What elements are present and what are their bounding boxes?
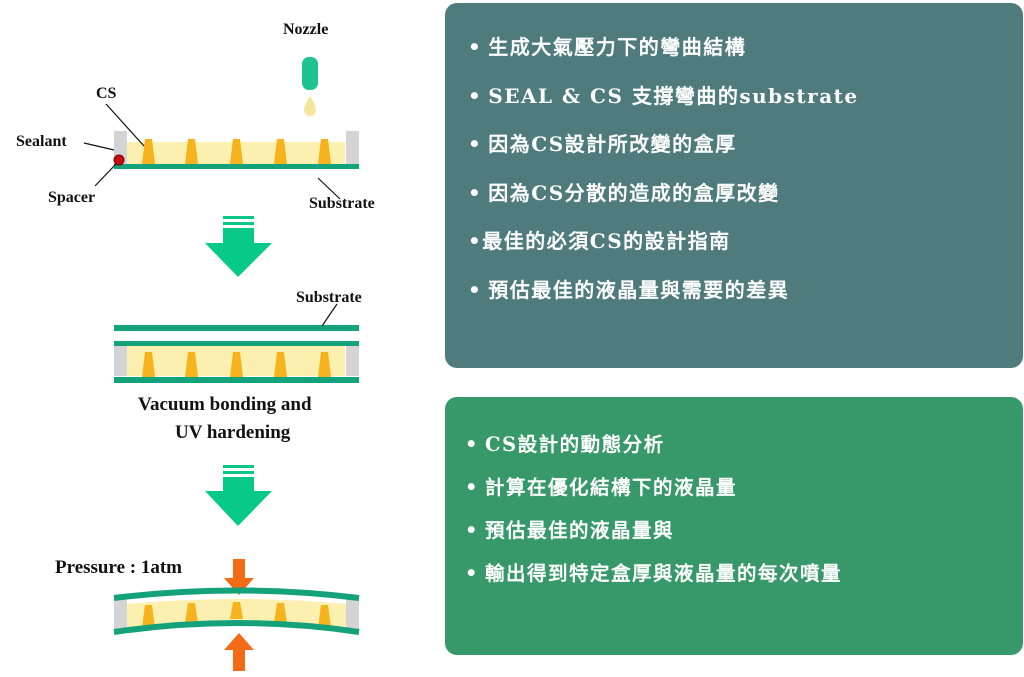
list-item: •因為CS分散的造成的盒厚改變 bbox=[468, 180, 780, 205]
substrate-top-bent bbox=[113, 587, 360, 601]
design-goals-panel: •生成大氣壓力下的彎曲結構 •SEAL & CS 支撐彎曲的substrate … bbox=[445, 3, 1023, 368]
column-spacer bbox=[230, 139, 243, 164]
column-spacer bbox=[142, 352, 155, 377]
pressure-label: Pressure : 1atm bbox=[55, 557, 182, 578]
column-spacer bbox=[185, 139, 198, 164]
nozzle-label: Nozzle bbox=[283, 21, 328, 38]
column-spacer bbox=[185, 603, 198, 623]
spacer-label: Spacer bbox=[48, 189, 95, 206]
list-item: •SEAL & CS 支撐彎曲的substrate bbox=[468, 83, 859, 108]
list-item: •生成大氣壓力下的彎曲結構 bbox=[468, 35, 747, 59]
column-spacer bbox=[274, 352, 287, 377]
substrate-label-1: Substrate bbox=[309, 195, 375, 212]
list-item: •最佳的必須CS的設計指南 bbox=[468, 229, 731, 253]
sealant-right bbox=[346, 598, 359, 632]
step2-caption-line1: Vacuum bonding and bbox=[138, 394, 312, 415]
list-item: •輸出得到特定盒厚與液晶量的每次噴量 bbox=[465, 562, 842, 585]
sealant-left bbox=[114, 346, 127, 376]
spacer-ball bbox=[113, 154, 125, 166]
pressure-arrow-up bbox=[224, 633, 254, 671]
column-spacer bbox=[318, 352, 331, 377]
process-arrow-2 bbox=[205, 465, 272, 526]
step2-caption-line2: UV hardening bbox=[175, 422, 291, 443]
column-spacer bbox=[274, 139, 287, 164]
substrate-top bbox=[114, 325, 359, 331]
sealant-right bbox=[346, 346, 359, 376]
lc-dispensing-diagram: Nozzle CS Sealant Spacer Substrate Subst… bbox=[16, 21, 375, 671]
sealant-left bbox=[114, 598, 127, 632]
design-goals-list: •生成大氣壓力下的彎曲結構 •SEAL & CS 支撐彎曲的substrate … bbox=[468, 33, 1023, 324]
substrate-bottom bbox=[114, 164, 359, 169]
column-spacer bbox=[318, 139, 331, 164]
pressure-arrow-down bbox=[224, 559, 254, 595]
list-item: •CS設計的動態分析 bbox=[465, 433, 665, 456]
list-item: •預估最佳的液晶量與需要的差異 bbox=[468, 277, 790, 302]
step3-cell: Pressure : 1atm bbox=[55, 557, 360, 671]
column-spacer bbox=[274, 603, 287, 623]
column-spacer bbox=[142, 605, 155, 628]
substrate-label-2: Substrate bbox=[296, 289, 362, 306]
list-item: •預估最佳的液晶量與 bbox=[465, 519, 674, 542]
substrate-bottom-bent bbox=[113, 620, 360, 635]
nozzle bbox=[302, 57, 318, 90]
step2-cell: Substrate Vacuum bonding and UV hardenin… bbox=[114, 289, 362, 443]
column-spacer bbox=[142, 139, 155, 164]
list-item: •因為CS設計所改變的盒厚 bbox=[468, 132, 737, 156]
droplet bbox=[304, 96, 316, 116]
analysis-list: •CS設計的動態分析 •計算在優化結構下的液晶量 •預估最佳的液晶量與 •輸出得… bbox=[465, 431, 1023, 603]
analysis-panel: •CS設計的動態分析 •計算在優化結構下的液晶量 •預估最佳的液晶量與 •輸出得… bbox=[445, 397, 1023, 655]
column-spacer bbox=[185, 352, 198, 377]
step1-cell: Nozzle CS Sealant Spacer Substrate bbox=[16, 21, 375, 212]
column-spacer bbox=[230, 602, 243, 619]
sealant-label: Sealant bbox=[16, 133, 67, 150]
column-spacer bbox=[230, 352, 243, 377]
list-item: •計算在優化結構下的液晶量 bbox=[465, 476, 737, 499]
cs-label: CS bbox=[96, 85, 117, 102]
sealant-right bbox=[346, 131, 359, 165]
process-arrow-1 bbox=[205, 216, 272, 277]
column-spacer bbox=[318, 605, 331, 628]
